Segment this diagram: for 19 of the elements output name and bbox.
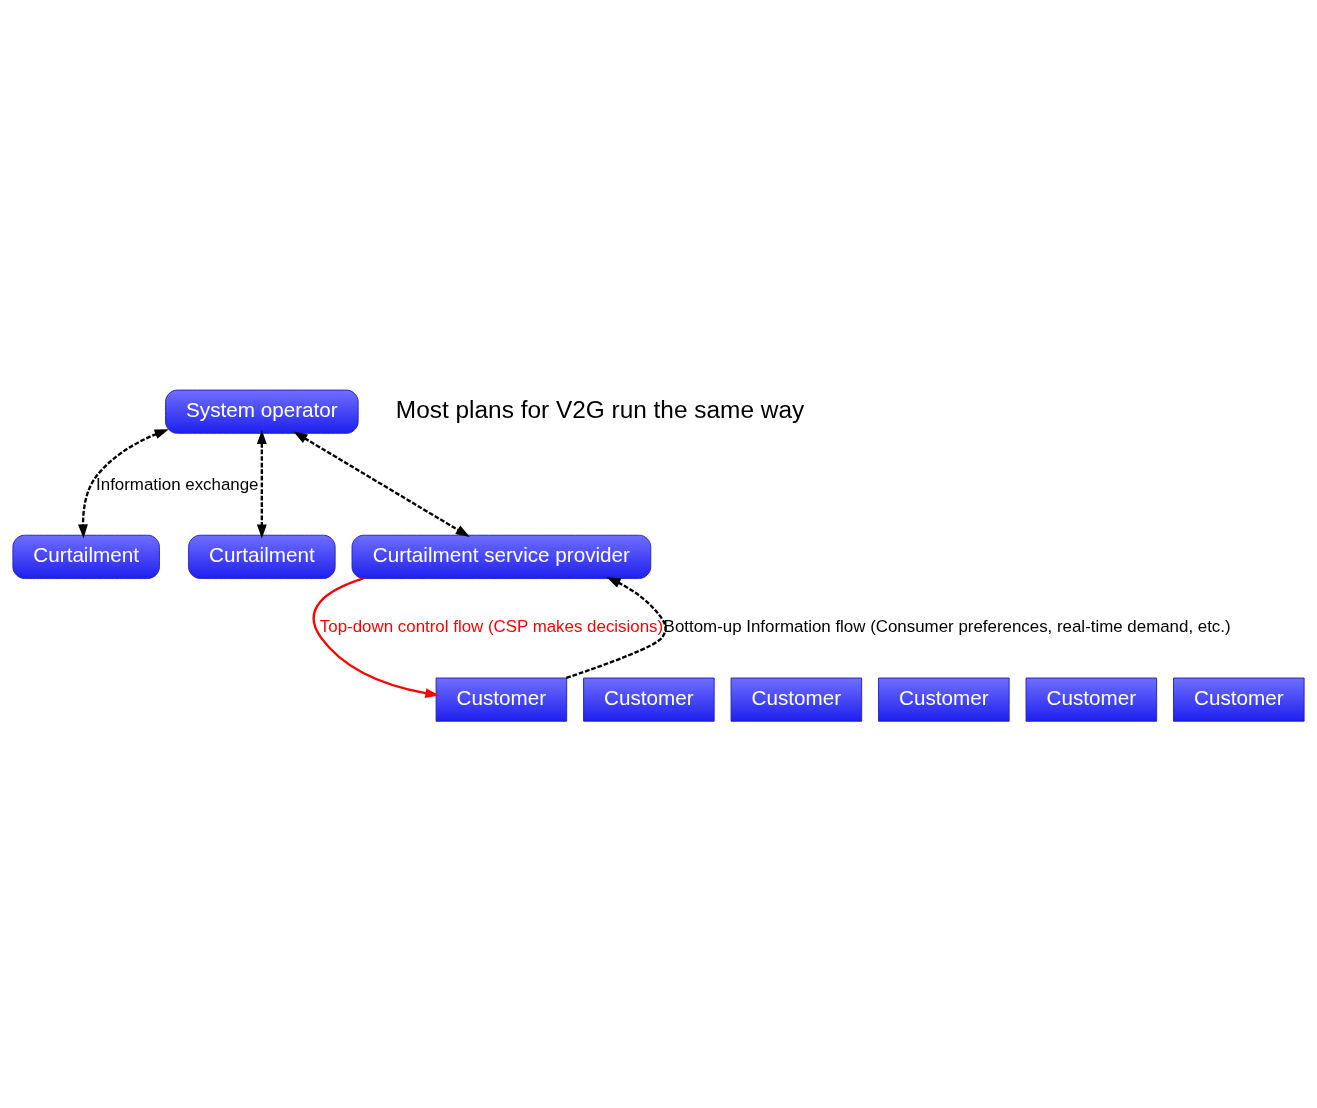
arrow: [312, 576, 440, 698]
arrow: [293, 431, 470, 537]
node-box: Customer: [1025, 677, 1158, 722]
node-box: Curtailment: [12, 534, 160, 579]
node-box: Customer: [583, 677, 715, 722]
arrow: [78, 428, 169, 539]
node-box: Curtailment: [188, 534, 336, 579]
node-box: Curtailment service provider: [351, 534, 652, 579]
arrow: [565, 576, 667, 679]
node-box: Customer: [878, 677, 1010, 722]
label: Most plans for V2G run the same way: [395, 395, 805, 423]
arrow: [256, 429, 267, 539]
edge-label: Information exchange: [96, 474, 259, 494]
node-box: Customer: [435, 677, 568, 722]
edge-label: Top-down control flow (CSP makes decisions): [319, 616, 664, 636]
node-box: Customer: [1173, 677, 1305, 722]
node-box: System operator: [165, 389, 359, 434]
node-box: Customer: [730, 677, 863, 722]
edge-label: Bottom-up Information flow (Consumer preferences, real-time demand, etc.): [663, 616, 1231, 636]
